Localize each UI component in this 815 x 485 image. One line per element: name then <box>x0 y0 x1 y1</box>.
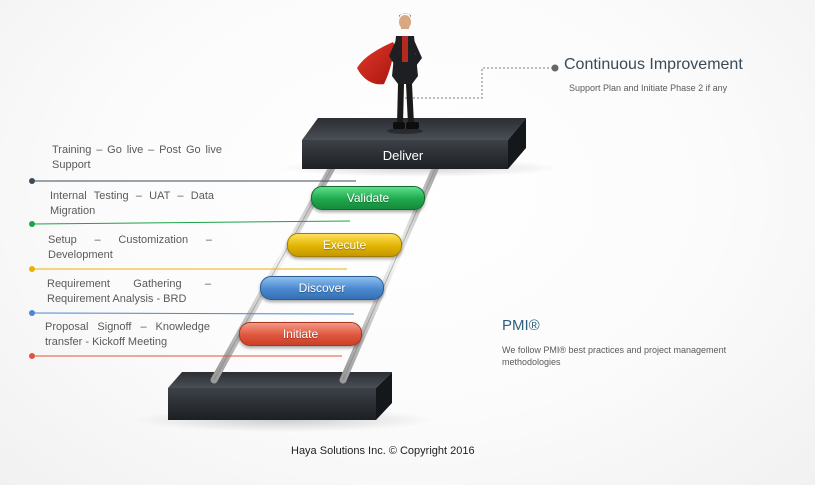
validate-phase-pill: Validate <box>311 186 425 210</box>
superhero-icon <box>357 13 423 134</box>
deliver-label: Deliver <box>382 148 424 163</box>
continuous-improvement-connector <box>405 64 559 99</box>
copyright-text: Haya Solutions Inc. © Copyright 2016 <box>291 445 475 457</box>
initiate-phase-pill: Initiate <box>239 322 362 346</box>
execute-phase-pill: Execute <box>287 233 402 257</box>
phase-description: Requirement Gathering – Requirement Anal… <box>47 278 211 305</box>
phase-connectors <box>29 178 356 359</box>
continuous-improvement-subtitle: Support Plan and Initiate Phase 2 if any <box>569 83 728 93</box>
phase-description: Setup – Customization – Development <box>48 234 212 261</box>
continuous-improvement-title: Continuous Improvement <box>564 56 743 73</box>
discover-phase-pill: Discover <box>260 276 384 300</box>
bottom-platform <box>168 372 392 420</box>
phase-description: Training – Go live – Post Go live Suppor… <box>52 144 222 171</box>
phase-description: Internal Testing – UAT – Data Migration <box>50 190 214 217</box>
pmi-subtitle: We follow PMI® best practices and projec… <box>502 345 727 367</box>
phase-description: Proposal Signoff – Knowledge transfer - … <box>45 321 210 348</box>
pmi-title: PMI® <box>502 317 540 334</box>
